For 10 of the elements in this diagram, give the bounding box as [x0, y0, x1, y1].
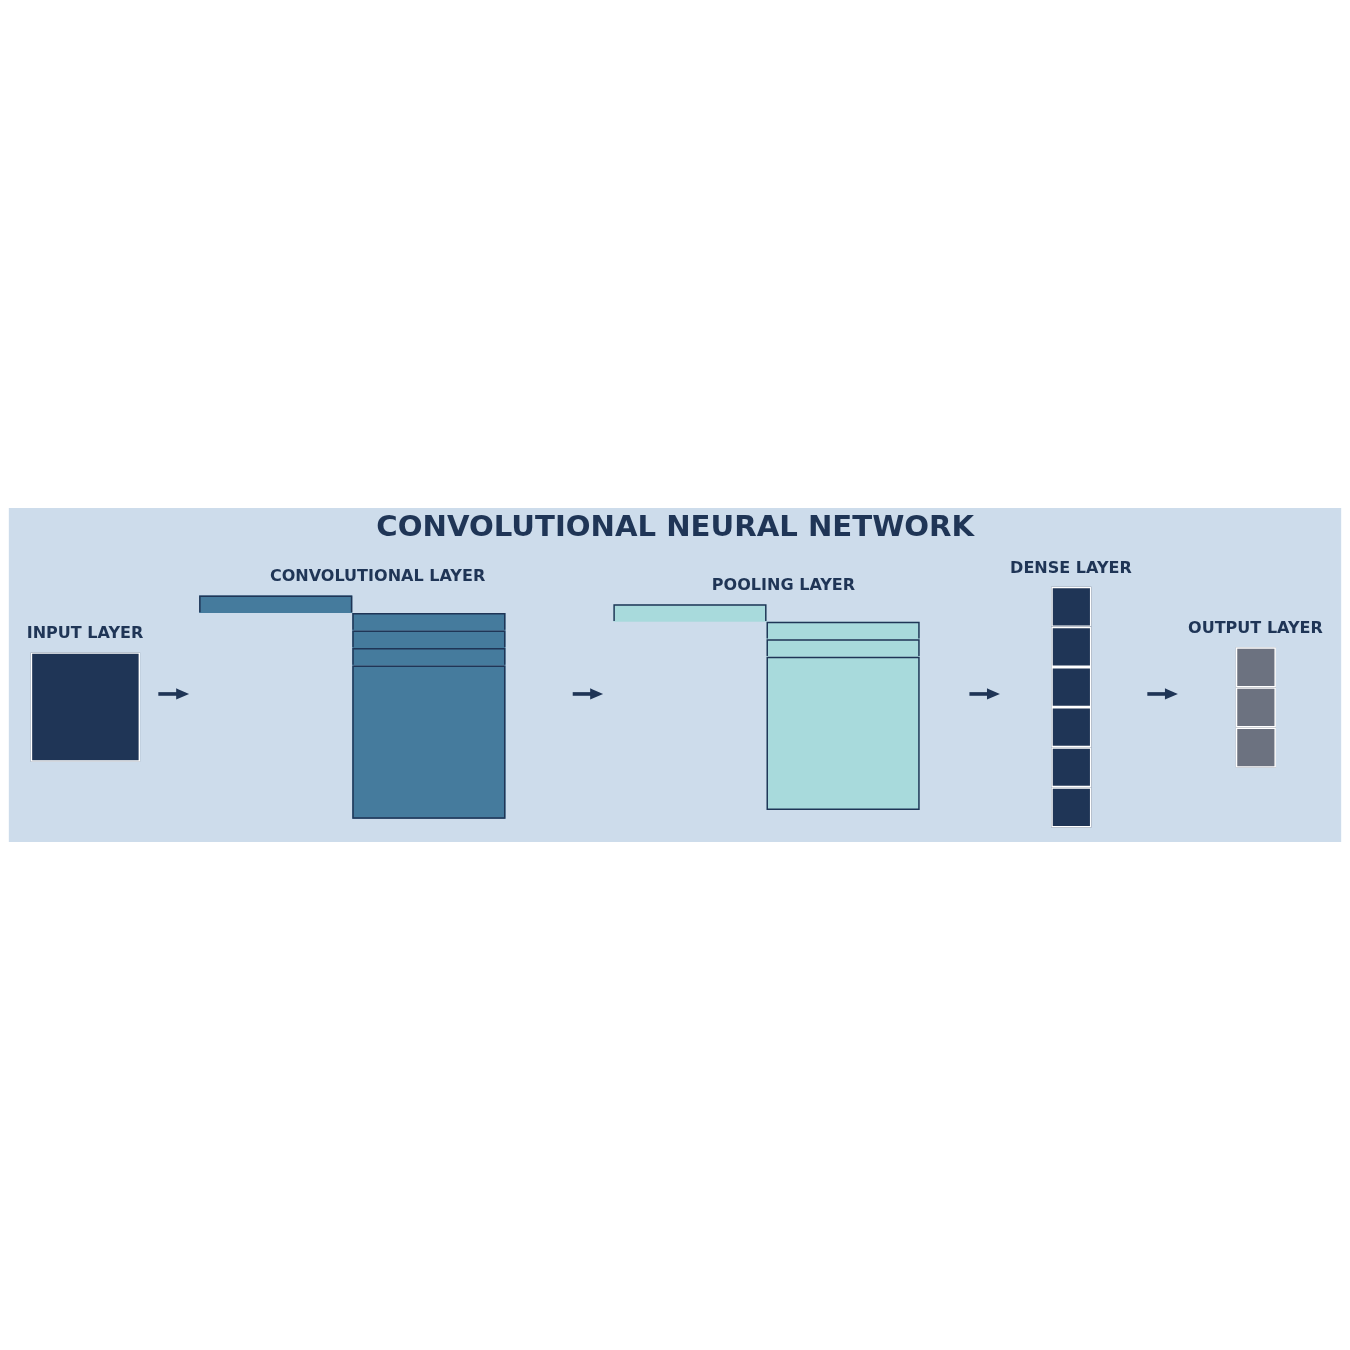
diagram-title: CONVOLUTIONAL NEURAL NETWORK: [376, 509, 975, 544]
arrow: [158, 688, 190, 700]
node-label: OUTPUT LAYER: [1188, 618, 1323, 638]
arrow: [969, 688, 1000, 700]
node-label: POOLING LAYER: [711, 575, 856, 595]
arrow: [1147, 688, 1178, 700]
node-label: INPUT LAYER: [26, 623, 144, 643]
arrow: [572, 688, 604, 700]
node-label: DENSE LAYER: [1010, 557, 1132, 577]
node-label: CONVOLUTIONAL LAYER: [269, 566, 486, 586]
